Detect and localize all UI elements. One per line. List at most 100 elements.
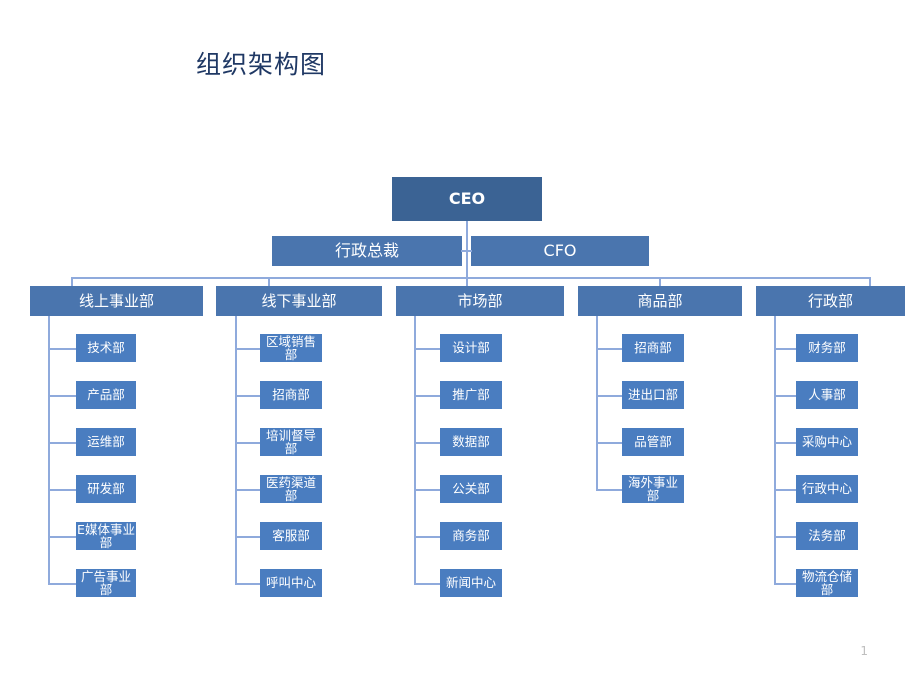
sub-node-col-1-item-5[interactable]: E媒体事业部 — [76, 522, 136, 550]
sub-node-label: 医药渠道部 — [265, 474, 316, 503]
connector-stub-col-5-item-2 — [774, 395, 796, 397]
connector-stub-col-4-item-1 — [596, 348, 622, 350]
sub-node-col-2-item-4[interactable]: 医药渠道部 — [260, 475, 322, 503]
sub-node-label: 产品部 — [87, 387, 125, 403]
sub-node-col-2-item-3[interactable]: 培训督导部 — [260, 428, 322, 456]
connector-stub-col-5-item-1 — [774, 348, 796, 350]
connector-spine-col-4 — [596, 316, 598, 489]
node-ceo-label: CEO — [448, 189, 486, 209]
sub-node-col-2-item-5[interactable]: 客服部 — [260, 522, 322, 550]
connector-stub-col-2-item-1 — [235, 348, 260, 350]
department-node-label: 市场部 — [457, 291, 503, 310]
sub-node-label: 招商部 — [272, 387, 310, 403]
node-exec-left-label: 行政总裁 — [334, 241, 399, 261]
sub-node-label: E媒体事业部 — [77, 521, 135, 550]
sub-node-label: 运维部 — [87, 434, 125, 450]
connector-spine-col-2 — [235, 316, 237, 583]
department-node-2[interactable]: 线下事业部 — [216, 286, 382, 316]
sub-node-col-5-item-4[interactable]: 行政中心 — [796, 475, 858, 503]
node-exec-right[interactable]: CFO — [471, 236, 649, 266]
sub-node-col-3-item-4[interactable]: 公关部 — [440, 475, 502, 503]
sub-node-col-3-item-5[interactable]: 商务部 — [440, 522, 502, 550]
sub-node-label: 技术部 — [87, 340, 125, 356]
connector-drop-dept-4 — [659, 277, 661, 286]
department-node-label: 行政部 — [807, 291, 853, 310]
node-ceo[interactable]: CEO — [392, 177, 542, 221]
sub-node-label: 海外事业部 — [627, 474, 678, 503]
sub-node-label: 法务部 — [808, 528, 846, 544]
sub-node-col-3-item-6[interactable]: 新闻中心 — [440, 569, 502, 597]
sub-node-label: 数据部 — [452, 434, 490, 450]
department-node-4[interactable]: 商品部 — [578, 286, 742, 316]
sub-node-col-3-item-3[interactable]: 数据部 — [440, 428, 502, 456]
sub-node-label: 推广部 — [452, 387, 490, 403]
sub-node-label: 品管部 — [634, 434, 672, 450]
sub-node-label: 物流仓储部 — [801, 568, 852, 597]
connector-stub-col-2-item-3 — [235, 442, 260, 444]
sub-node-col-4-item-1[interactable]: 招商部 — [622, 334, 684, 362]
connector-spine-col-5 — [774, 316, 776, 583]
sub-node-label: 招商部 — [634, 340, 672, 356]
connector-stub-col-1-item-2 — [48, 395, 76, 397]
page-title: 组织架构图 — [196, 50, 327, 79]
connector-exec-stub — [461, 250, 472, 252]
connector-stub-col-3-item-4 — [414, 489, 440, 491]
connector-stub-col-2-item-4 — [235, 489, 260, 491]
sub-node-col-4-item-2[interactable]: 进出口部 — [622, 381, 684, 409]
sub-node-label: 培训督导部 — [265, 427, 316, 456]
sub-node-label: 行政中心 — [801, 481, 852, 497]
sub-node-col-2-item-1[interactable]: 区域销售部 — [260, 334, 322, 362]
connector-stub-col-1-item-1 — [48, 348, 76, 350]
department-node-3[interactable]: 市场部 — [396, 286, 564, 316]
connector-stub-col-4-item-2 — [596, 395, 622, 397]
connector-drop-dept-5 — [869, 277, 871, 286]
department-node-label: 线上事业部 — [78, 291, 154, 310]
sub-node-label: 财务部 — [808, 340, 846, 356]
sub-node-col-1-item-3[interactable]: 运维部 — [76, 428, 136, 456]
connector-department-bus — [71, 277, 870, 279]
connector-drop-dept-2 — [268, 277, 270, 286]
sub-node-col-4-item-4[interactable]: 海外事业部 — [622, 475, 684, 503]
sub-node-label: 采购中心 — [801, 434, 852, 450]
sub-node-label: 区域销售部 — [265, 333, 316, 362]
sub-node-col-1-item-2[interactable]: 产品部 — [76, 381, 136, 409]
sub-node-label: 商务部 — [452, 528, 490, 544]
sub-node-col-1-item-4[interactable]: 研发部 — [76, 475, 136, 503]
sub-node-col-5-item-6[interactable]: 物流仓储部 — [796, 569, 858, 597]
sub-node-label: 研发部 — [87, 481, 125, 497]
connector-stub-col-5-item-4 — [774, 489, 796, 491]
sub-node-col-3-item-2[interactable]: 推广部 — [440, 381, 502, 409]
sub-node-label: 进出口部 — [627, 387, 678, 403]
sub-node-col-3-item-1[interactable]: 设计部 — [440, 334, 502, 362]
connector-drop-dept-3 — [466, 277, 468, 286]
connector-drop-dept-1 — [71, 277, 73, 286]
department-node-label: 商品部 — [637, 291, 683, 310]
node-exec-left[interactable]: 行政总裁 — [272, 236, 462, 266]
connector-stub-col-1-item-3 — [48, 442, 76, 444]
sub-node-label: 呼叫中心 — [265, 575, 316, 591]
department-node-label: 线下事业部 — [261, 291, 337, 310]
department-node-5[interactable]: 行政部 — [756, 286, 905, 316]
connector-spine-col-3 — [414, 316, 416, 583]
sub-node-col-5-item-3[interactable]: 采购中心 — [796, 428, 858, 456]
sub-node-col-4-item-3[interactable]: 品管部 — [622, 428, 684, 456]
node-exec-right-label: CFO — [543, 241, 577, 261]
connector-stub-col-4-item-4 — [596, 489, 622, 491]
connector-stub-col-5-item-6 — [774, 583, 796, 585]
sub-node-col-5-item-5[interactable]: 法务部 — [796, 522, 858, 550]
sub-node-label: 设计部 — [452, 340, 490, 356]
sub-node-col-5-item-2[interactable]: 人事部 — [796, 381, 858, 409]
sub-node-col-2-item-2[interactable]: 招商部 — [260, 381, 322, 409]
connector-stub-col-3-item-1 — [414, 348, 440, 350]
sub-node-col-5-item-1[interactable]: 财务部 — [796, 334, 858, 362]
sub-node-col-1-item-1[interactable]: 技术部 — [76, 334, 136, 362]
sub-node-col-1-item-6[interactable]: 广告事业部 — [76, 569, 136, 597]
department-node-1[interactable]: 线上事业部 — [30, 286, 203, 316]
connector-stub-col-1-item-6 — [48, 583, 76, 585]
page-number: 1 — [860, 644, 868, 658]
sub-node-label: 公关部 — [452, 481, 490, 497]
sub-node-col-2-item-6[interactable]: 呼叫中心 — [260, 569, 322, 597]
connector-stub-col-3-item-6 — [414, 583, 440, 585]
connector-stub-col-1-item-4 — [48, 489, 76, 491]
